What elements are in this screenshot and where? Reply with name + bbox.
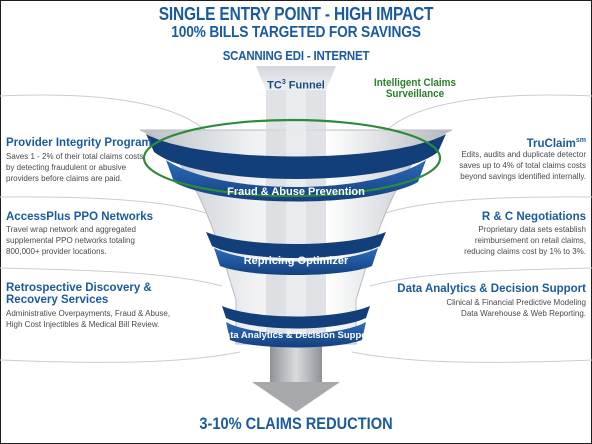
truclaim-sup: sm (575, 137, 586, 144)
data-analytics-desc: Clinical & Financial Predictive Modeling… (376, 297, 586, 319)
accessplus-desc: Travel wrap network and aggregated suppl… (6, 224, 206, 257)
desc-line: 800,000+ provider locations. (6, 247, 107, 256)
funnel-label-prefix: TC (267, 79, 282, 92)
heading-single-entry: SINGLE ENTRY POINT - HIGH IMPACT (158, 4, 434, 24)
provider-integrity-title: Provider Integrity Program (6, 137, 152, 149)
desc-line: providers before claims are paid. (6, 174, 123, 183)
desc-line: High Cost Injectibles & Medical Bill Rev… (6, 320, 160, 329)
desc-line: supplemental PPO networks totaling (6, 236, 135, 245)
scanning-inlet (256, 66, 336, 90)
desc-line: Edits, audits and duplicate detector (461, 150, 586, 159)
truclaim-desc: Edits, audits and duplicate detector sav… (386, 149, 586, 182)
desc-line: Data Warehouse & Web Reporting. (461, 309, 586, 318)
desc-line: beyond savings identified internally. (460, 172, 586, 181)
band-label-fraud: Fraud & Abuse Prevention (227, 186, 365, 198)
retrospective-title: Retrospective Discovery & Recovery Servi… (6, 282, 206, 306)
intelligent-claims-ellipse (142, 118, 442, 198)
desc-line: Administrative Overpayments, Fraud & Abu… (6, 309, 171, 318)
accessplus-title: AccessPlus PPO Networks (6, 211, 154, 223)
ics-line-1: Intelligent Claims (374, 77, 456, 89)
rc-negotiations-title: R & C Negotiations (481, 211, 586, 223)
band-label-data-analytics: Data Analytics & Decision Support (218, 330, 375, 341)
data-analytics-title: Data Analytics & Decision Support (397, 283, 586, 295)
intelligent-claims-label: Intelligent Claims Surveillance (362, 78, 468, 100)
down-arrow (252, 382, 340, 412)
guide-lines (0, 94, 592, 363)
title-line: Retrospective Discovery & (6, 282, 152, 294)
retrospective-desc: Administrative Overpayments, Fraud & Abu… (6, 308, 216, 330)
funnel-label: TC3 Funnel (250, 79, 342, 92)
title-line: Recovery Services (6, 294, 109, 306)
desc-line: reimbursement on retail claims, (474, 236, 586, 245)
heading-bills-targeted: 100% BILLS TARGETED FOR SAVINGS (171, 24, 421, 41)
desc-line: saves up to 4% of total claims costs (459, 161, 586, 170)
band-repricing (206, 232, 386, 275)
desc-line: Saves 1 - 2% of their total claims costs (6, 152, 144, 161)
desc-line: reducing claims cost by 1% to 3%. (464, 247, 586, 256)
heading-scanning: SCANNING EDI - INTERNET (222, 48, 370, 63)
output-stem (270, 344, 322, 384)
claims-reduction-footer: 3-10% CLAIMS REDUCTION (199, 414, 393, 433)
truclaim-title: TruClaimsm (386, 135, 586, 150)
band-data-analytics (222, 306, 370, 348)
truclaim-name: TruClaim (526, 137, 576, 150)
desc-line: Clinical & Financial Predictive Modeling (446, 298, 586, 307)
desc-line: Proprietary data sets establish (478, 225, 586, 234)
ics-line-2: Surveillance (385, 88, 445, 100)
funnel-label-suffix: Funnel (285, 79, 325, 92)
desc-line: by detecting fraudulent or abusive (6, 163, 127, 172)
desc-line: Travel wrap network and aggregated (6, 225, 136, 234)
provider-integrity-desc: Saves 1 - 2% of their total claims costs… (6, 151, 206, 184)
band-label-repricing: Repricing Optimizer (244, 255, 349, 267)
rc-negotiations-desc: Proprietary data sets establish reimburs… (386, 224, 586, 257)
funnel-label-sup: 3 (281, 79, 286, 86)
